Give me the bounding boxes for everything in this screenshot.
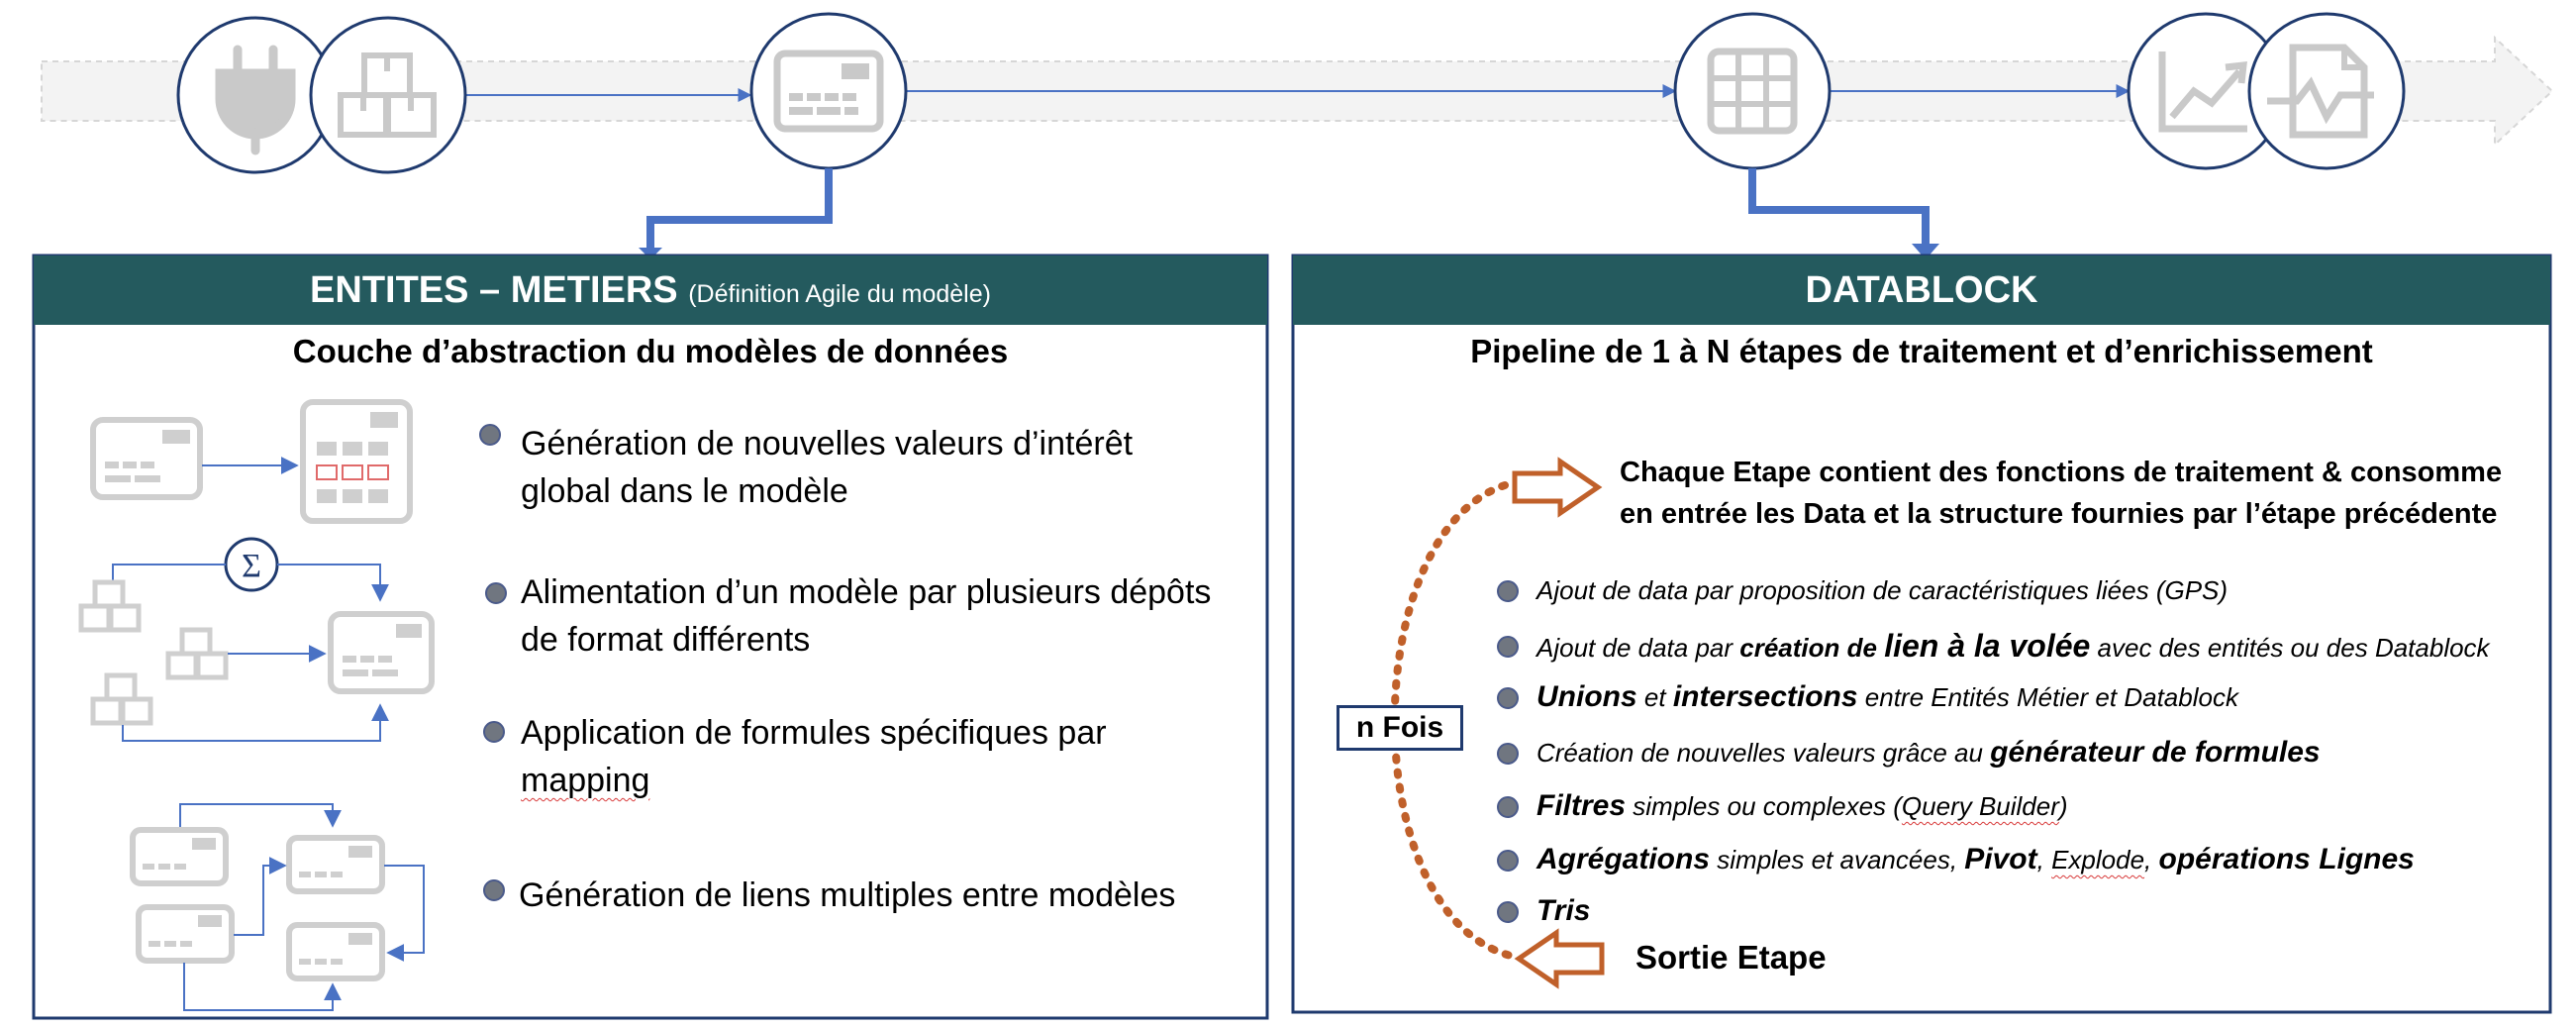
arrow-step-in — [1512, 457, 1603, 518]
left-title-main: ENTITES – METIERS — [310, 269, 678, 311]
item-text: Ajout de data par proposition de caracté… — [1536, 575, 2229, 605]
bullet-dot — [1497, 580, 1519, 602]
datablock-item-7: Tris — [1497, 893, 1590, 929]
step-note-line: en entrée les Data et la structure fourn… — [1620, 498, 2498, 530]
item-text: Tris — [1536, 894, 1591, 927]
left-panel-title: ENTITES – METIERS (Définition Agile du m… — [34, 256, 1267, 325]
left-title-note: (Définition Agile du modèle) — [688, 280, 991, 308]
bullet-dot — [1497, 901, 1519, 923]
left-bullet-1: Génération de nouvelles valeurs d’intérê… — [479, 420, 1251, 515]
left-bullet-2: Alimentation d’un modèle par plusieurs d… — [485, 568, 1267, 664]
step-note-line: Chaque Etape contient des fonctions de t… — [1620, 457, 2503, 488]
exit-step-label: Sortie Etape — [1635, 939, 1827, 976]
bullet-dot — [1497, 743, 1519, 765]
bullet-dot — [479, 424, 501, 446]
bullet-dot — [1497, 796, 1519, 818]
step-description: Chaque Etape contient des fonctions de t… — [1620, 452, 2540, 535]
timeline-band — [41, 35, 2554, 148]
item-text: Filtres simples ou complexes (Query Buil… — [1536, 789, 2068, 822]
sigma-symbol: Σ — [242, 548, 261, 584]
connector-right — [1748, 168, 1939, 259]
chart-icon — [2127, 12, 2285, 170]
bullet-dot — [1497, 636, 1519, 658]
left-bullet-3: Application de formules spécifiques par m… — [483, 709, 1255, 804]
arrow-step-out — [1514, 928, 1605, 989]
bullet-text: Génération de liens multiples entre modè… — [519, 876, 1176, 914]
bullet-dot — [483, 879, 505, 901]
loop-count-label: n Fois — [1337, 705, 1463, 751]
left-panel — [32, 254, 1269, 1020]
item-text: Ajout de data par création de lien à la … — [1536, 628, 2490, 664]
bullet-text: de format différents — [521, 621, 811, 659]
connector-left — [639, 168, 833, 259]
left-bullet-4: Génération de liens multiples entre modè… — [483, 872, 1255, 919]
bullet-text: Alimentation d’un modèle par plusieurs d… — [521, 573, 1212, 611]
bullet-text: Génération de nouvelles valeurs d’intérê… — [521, 425, 1134, 463]
bullet-dot — [483, 721, 505, 743]
left-subtitle: Couche d’abstraction du modèles de donné… — [292, 333, 1009, 369]
report-icon — [2247, 12, 2406, 170]
datablock-item-5: Filtres simples ou complexes (Query Buil… — [1497, 788, 2068, 824]
illustration-feeds — [78, 537, 435, 742]
bullet-text: Application de formules spécifiques par — [521, 714, 1107, 752]
table-grid-icon — [1673, 12, 1832, 170]
bullet-text: global dans le modèle — [521, 472, 848, 510]
item-text: Agrégations simples et avancées, Pivot, … — [1536, 843, 2415, 875]
boxes-icon — [309, 16, 467, 174]
datablock-item-1: Ajout de data par proposition de caracté… — [1497, 572, 2228, 608]
right-title-main: DATABLOCK — [1805, 269, 2038, 311]
datablock-item-4: Création de nouvelles valeurs grâce au g… — [1497, 735, 2321, 771]
bullet-dot — [1497, 687, 1519, 709]
illustration-formula — [90, 399, 413, 524]
plug-icon — [176, 16, 335, 174]
item-text: Création de nouvelles valeurs grâce au g… — [1536, 736, 2321, 769]
illustration-links — [130, 803, 425, 1011]
form-icon — [749, 12, 908, 170]
right-panel — [1291, 254, 2552, 1014]
datablock-item-3: Unions et intersections entre Entités Mé… — [1497, 679, 2238, 715]
right-subtitle: Pipeline de 1 à N étapes de traitement e… — [1470, 333, 2373, 369]
datablock-item-6: Agrégations simples et avancées, Pivot, … — [1497, 842, 2415, 877]
bullet-text: mapping — [521, 762, 650, 799]
right-panel-title: DATABLOCK — [1293, 256, 2550, 325]
item-text: Unions et intersections entre Entités Mé… — [1536, 680, 2238, 713]
datablock-item-2: Ajout de data par création de lien à la … — [1497, 628, 2490, 666]
bullet-dot — [485, 582, 507, 604]
bullet-dot — [1497, 850, 1519, 872]
